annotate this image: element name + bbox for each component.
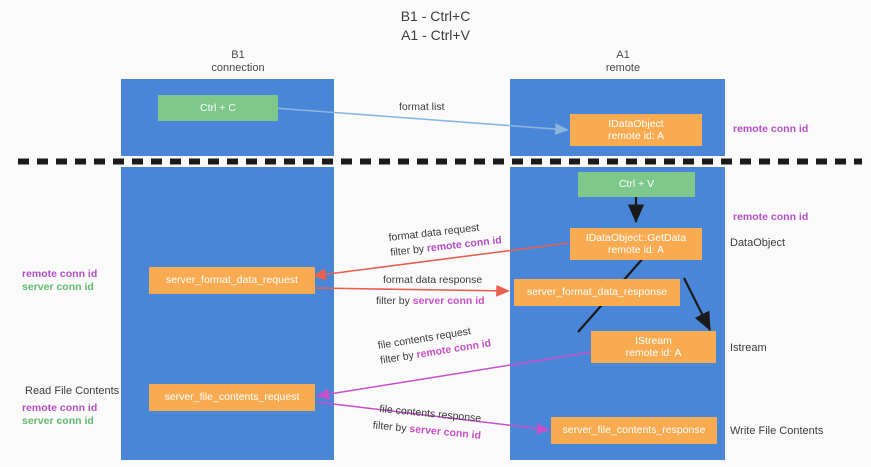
box-idataobject[interactable]: IDataObject remote id: A (570, 114, 702, 146)
box-server-format-data-response[interactable]: server_format_data_response (514, 279, 680, 306)
edge-label-format-list: format list (399, 101, 445, 113)
annotation-istream: Istream (730, 342, 767, 354)
annotation-write-file-contents: Write File Contents (730, 425, 824, 437)
edge-label-format-data-response-filter: filter by server conn id (376, 295, 485, 308)
edge-label-format-data-response-group: format data response filter by server co… (376, 274, 485, 308)
filter-key-server-conn-id: server conn id (412, 295, 485, 307)
edge-label-file-contents-response-group: file contents response filter by server … (372, 403, 483, 443)
column-header-b1: B1 connection (211, 49, 265, 74)
box-server-format-data-request[interactable]: server_format_data_request (149, 267, 315, 294)
box-istream[interactable]: IStream remote id: A (591, 331, 716, 363)
box-ctrl-c[interactable]: Ctrl + C (158, 95, 278, 121)
edge-label-format-data-request-group: format data request filter by remote con… (388, 219, 502, 260)
box-server-file-contents-request[interactable]: server_file_contents_request (149, 384, 315, 411)
diagram-title: B1 - Ctrl+C A1 - Ctrl+V (400, 8, 471, 43)
filter-prefix: filter by (376, 295, 413, 307)
edge-label-format-data-response: format data response (383, 274, 483, 286)
box-idataobject-getdata[interactable]: IDataObject::GetData remote id: A (570, 228, 702, 260)
annotation-remote-conn-id-top: remote conn id (733, 123, 809, 135)
annotation-left-remote-conn-id: remote conn id (22, 268, 98, 280)
filter-prefix: filter by (389, 242, 428, 259)
annotation-dataobject: DataObject (730, 237, 786, 249)
box-server-file-contents-response[interactable]: server_file_contents_response (551, 417, 717, 444)
edge-label-file-contents-request-group: file contents request filter by remote c… (377, 322, 492, 367)
filter-key-server-conn-id: server conn id (408, 422, 482, 442)
annotation-left-server-conn-id-2: server conn id (22, 415, 94, 427)
annotation-remote-conn-id-mid: remote conn id (733, 211, 809, 223)
filter-prefix: filter by (372, 419, 410, 435)
annotation-left-server-conn-id: server conn id (22, 281, 94, 293)
lane-b1-lower (121, 167, 334, 460)
box-ctrl-v[interactable]: Ctrl + V (578, 172, 695, 197)
annotation-read-file-contents: Read File Contents (25, 385, 120, 397)
annotation-left-remote-conn-id-2: remote conn id (22, 402, 98, 414)
column-header-a1: A1 remote (605, 49, 641, 74)
